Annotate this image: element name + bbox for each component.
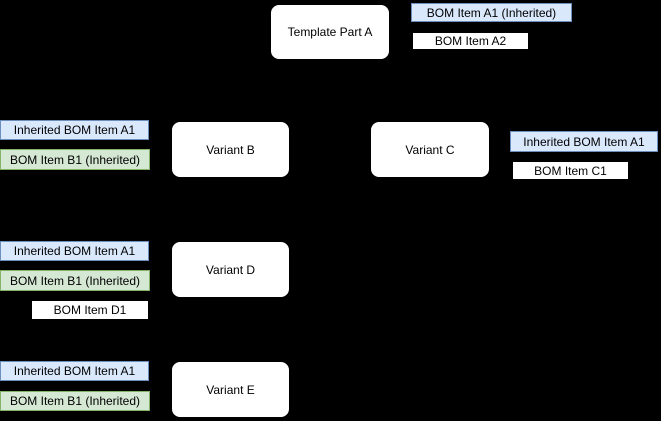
- bom-label-variant-d-d1: BOM Item D1: [31, 300, 149, 320]
- bom-label-variant-e-b1-inherited: BOM Item B1 (Inherited): [0, 391, 150, 411]
- bom-label-variant-e-inherited-a1: Inherited BOM Item A1: [0, 361, 149, 381]
- node-variant-e: Variant E: [171, 361, 290, 418]
- node-variant-d: Variant D: [171, 241, 290, 298]
- node-template-part-a: Template Part A: [270, 4, 390, 60]
- node-variant-b: Variant B: [171, 121, 290, 178]
- node-variant-c: Variant C: [370, 121, 490, 178]
- bom-label-variant-b-inherited-a1: Inherited BOM Item A1: [0, 120, 149, 140]
- bom-label-variant-d-b1-inherited: BOM Item B1 (Inherited): [0, 270, 150, 291]
- bom-label-a1-inherited: BOM Item A1 (Inherited): [411, 3, 572, 22]
- bom-label-variant-b-b1-inherited: BOM Item B1 (Inherited): [0, 149, 150, 170]
- bom-label-variant-c-inherited-a1: Inherited BOM Item A1: [510, 131, 658, 152]
- bom-label-variant-d-inherited-a1: Inherited BOM Item A1: [0, 241, 149, 261]
- bom-label-variant-c-c1: BOM Item C1: [512, 161, 629, 180]
- bom-label-a2: BOM Item A2: [412, 32, 529, 50]
